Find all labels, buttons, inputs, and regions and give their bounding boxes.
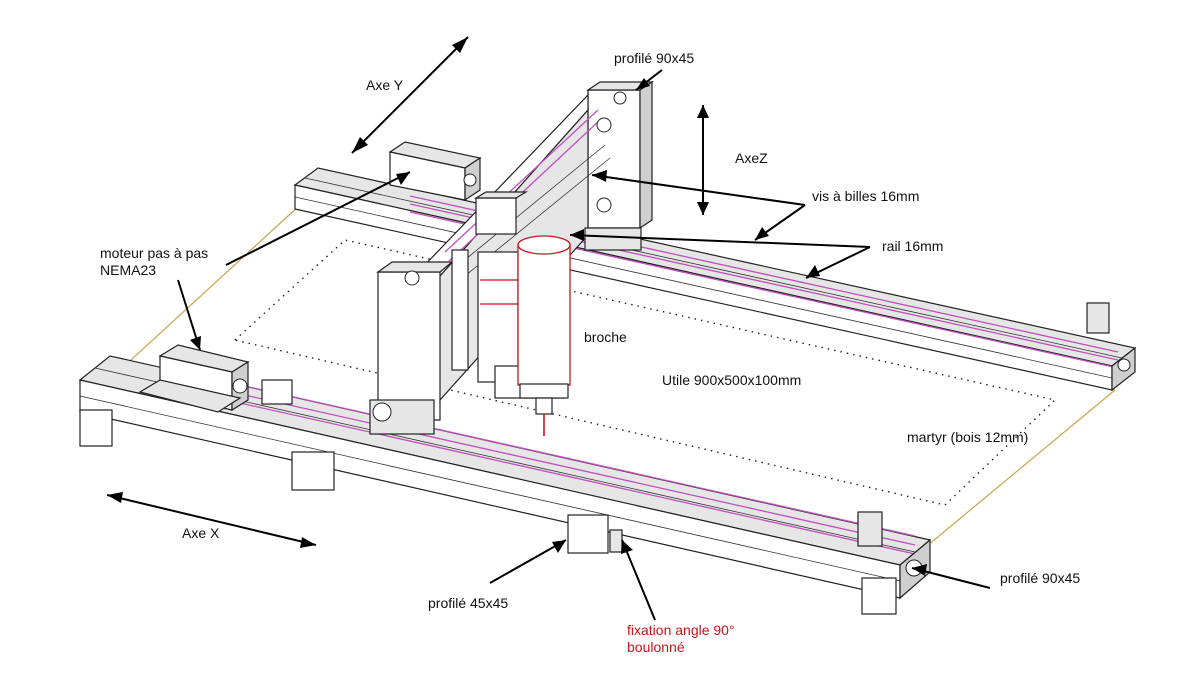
support-blocks: [79, 409, 897, 615]
martyr-label: martyr (bois 12mm): [907, 429, 1029, 445]
axis-arrows: [106, 36, 709, 548]
front-rail-profile: [78, 355, 932, 600]
axe-z-arrow: [697, 105, 709, 215]
gantry: [369, 80, 654, 435]
fixation-label-line1: fixation angle 90°: [627, 622, 735, 638]
motor-label-line2: NEMA23: [100, 262, 157, 278]
fixation-label-line2: boulonné: [627, 639, 685, 655]
axe-z-label: AxeZ: [735, 150, 768, 166]
profile-right-label: profilé 90x45: [1000, 570, 1081, 586]
ballscrew-label: vis à billes 16mm: [812, 188, 920, 204]
motor-label-line1: moteur pas à pas: [100, 245, 209, 261]
profile-bottom-label: profilé 45x45: [428, 595, 509, 611]
back-stepper-motor: [388, 141, 482, 202]
spindle: [517, 235, 571, 436]
axe-y-arrow: [351, 36, 469, 154]
leader-arrows: [177, 69, 991, 621]
rail-label: rail 16mm: [882, 238, 944, 254]
axe-x-arrow: [106, 492, 317, 548]
useful-area-label: Utile 900x500x100mm: [662, 372, 802, 388]
front-stepper-motor: [138, 344, 293, 413]
axe-x-label: Axe X: [182, 525, 220, 541]
axe-y-label: Axe Y: [366, 77, 404, 93]
profile-top-label: profilé 90x45: [614, 50, 695, 66]
spindle-label: broche: [584, 329, 627, 345]
